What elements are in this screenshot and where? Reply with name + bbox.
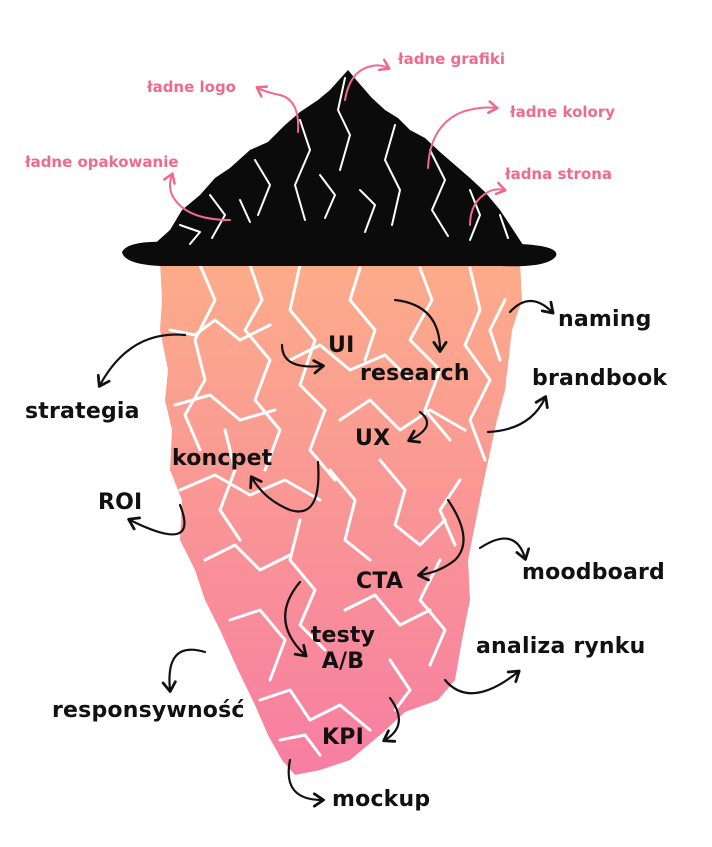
label-ladne-grafiki: ładne grafiki bbox=[398, 50, 505, 68]
label-ab: A/B bbox=[321, 649, 365, 674]
top-arrows bbox=[162, 58, 507, 226]
iceberg-tip bbox=[150, 70, 525, 248]
label-mockup: mockup bbox=[332, 787, 431, 812]
label-analiza-rynku: analiza rynku bbox=[476, 634, 646, 659]
label-cta: CTA bbox=[356, 569, 404, 594]
label-roi: ROI bbox=[98, 490, 143, 515]
bottom-arrows bbox=[96, 298, 555, 808]
label-responsywnosc: responsywność bbox=[52, 698, 245, 723]
label-ladne-opakowanie: ładne opakowanie bbox=[25, 153, 179, 171]
iceberg-cracks bbox=[168, 263, 507, 757]
label-naming: naming bbox=[558, 307, 652, 332]
label-ladna-strona: ładna strona bbox=[505, 165, 613, 183]
label-moodboard: moodboard bbox=[522, 560, 666, 585]
label-ui: UI bbox=[328, 333, 355, 358]
label-strategia: strategia bbox=[25, 399, 140, 424]
label-brandbook: brandbook bbox=[532, 366, 668, 391]
label-koncpet: koncpet bbox=[172, 446, 273, 471]
label-testy: testy bbox=[310, 623, 376, 648]
label-ladne-logo: ładne logo bbox=[147, 78, 236, 96]
tip-highlights bbox=[179, 77, 509, 245]
label-research: research bbox=[360, 361, 470, 386]
label-kpi: KPI bbox=[322, 725, 364, 750]
label-ladne-kolory: ładne kolory bbox=[510, 103, 615, 121]
label-ux: UX bbox=[355, 426, 391, 451]
